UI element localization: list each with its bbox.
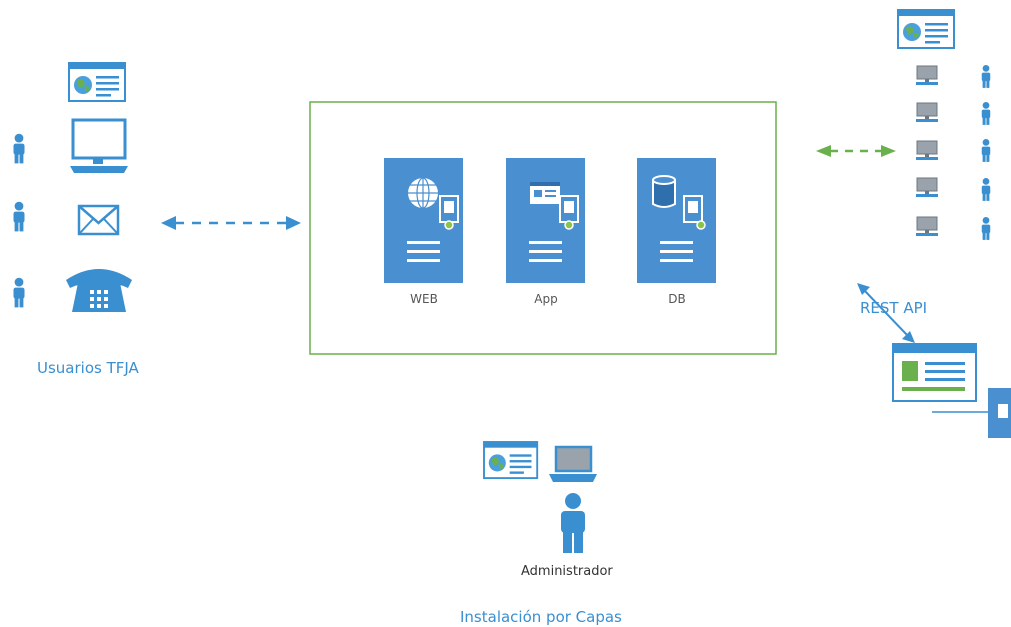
admin-label: Administrador — [521, 564, 613, 579]
web-server-icon — [384, 158, 463, 283]
db-server-label: DB — [668, 292, 686, 306]
computer-icon — [915, 216, 939, 237]
db-server-icon — [637, 158, 716, 283]
computer-icon — [915, 177, 939, 198]
admin-user-icon — [561, 493, 585, 553]
users-connection-arrow — [161, 216, 301, 230]
user-icon — [981, 216, 991, 240]
app-server-icon — [506, 158, 585, 283]
telephone-icon — [66, 269, 132, 312]
user-icon — [981, 177, 991, 201]
user-icon — [981, 138, 991, 162]
user-icon — [13, 277, 25, 308]
user-icon — [13, 133, 25, 164]
app-server-label: App — [534, 292, 558, 306]
rest-api-label: REST API — [860, 299, 928, 317]
browser-window-icon — [68, 62, 126, 102]
rest-api-arrow — [857, 283, 915, 343]
web-server-label: WEB — [410, 292, 438, 306]
user-icon — [981, 101, 991, 125]
envelope-icon — [77, 204, 120, 236]
desktop-computer-icon — [70, 118, 128, 173]
browser-window-icon — [483, 441, 539, 480]
user-icon — [981, 64, 991, 88]
computer-icon — [915, 140, 939, 161]
users-group-label: Usuarios TFJA — [37, 359, 139, 377]
user-icon — [13, 201, 25, 232]
server-cluster-box — [309, 101, 777, 355]
computer-icon — [915, 102, 939, 123]
application-window-icon — [892, 343, 977, 402]
footer-caption: Instalación por Capas — [460, 608, 622, 626]
browser-window-icon — [897, 9, 955, 49]
laptop-icon — [549, 445, 597, 482]
computer-icon — [915, 65, 939, 86]
partial-server-icon — [988, 388, 1011, 438]
external-connection-arrow — [816, 145, 896, 157]
